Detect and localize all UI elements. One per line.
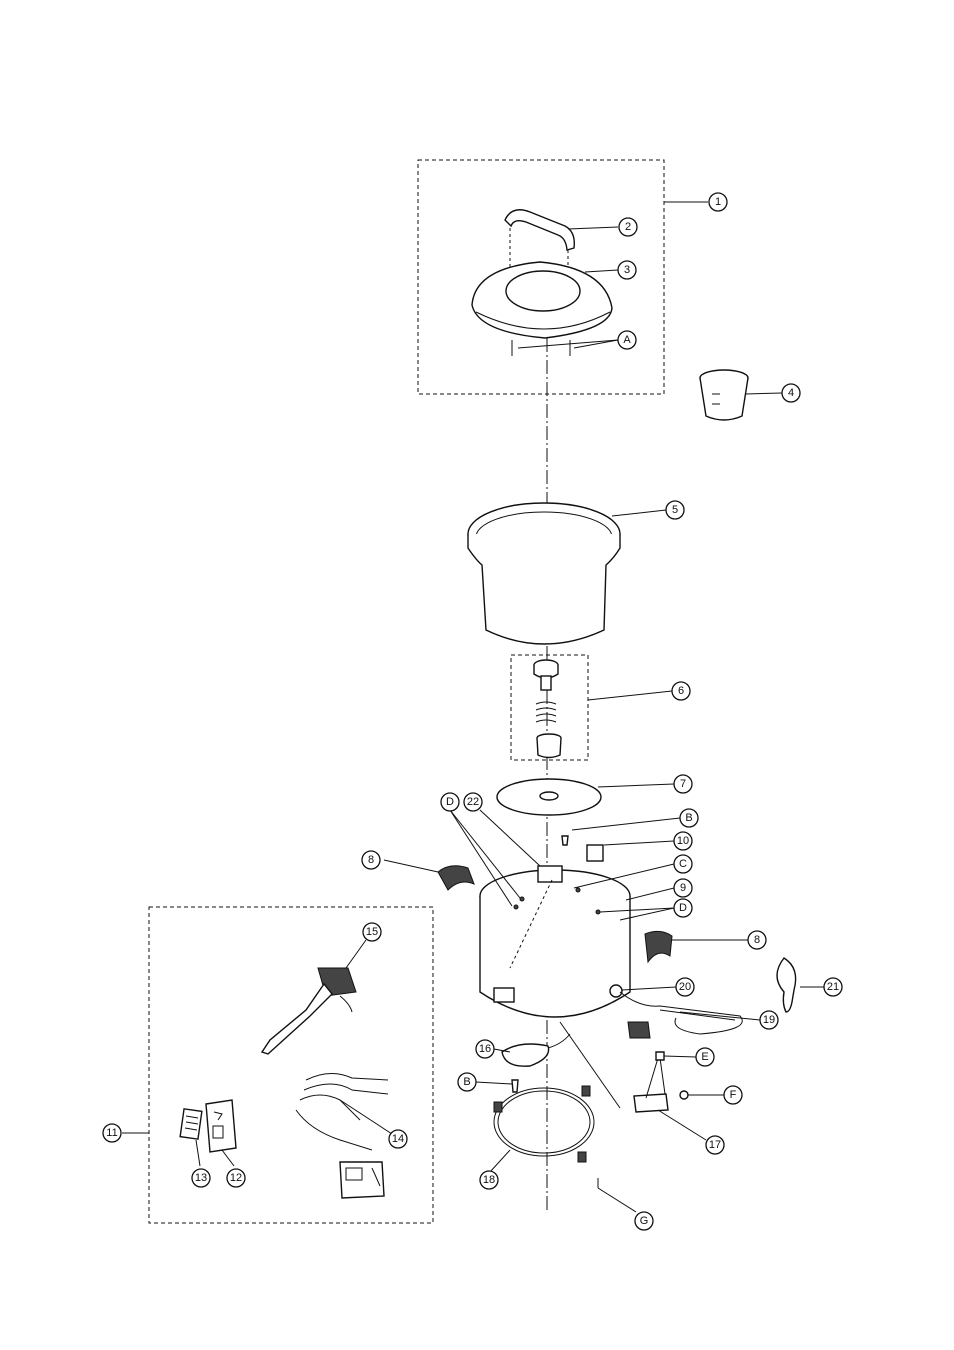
callout-13: 13 — [192, 1169, 210, 1187]
svg-text:2: 2 — [625, 221, 631, 233]
callout-9: 9 — [674, 879, 692, 897]
inner-pot — [468, 503, 620, 644]
callout-d-upper: D — [441, 793, 459, 811]
svg-text:3: 3 — [624, 264, 630, 276]
svg-text:E: E — [701, 1051, 708, 1063]
callout-1: 1 — [709, 193, 727, 211]
callout-14: 14 — [389, 1130, 407, 1148]
svg-text:18: 18 — [483, 1174, 495, 1186]
svg-text:22: 22 — [467, 796, 479, 808]
callout-15: 15 — [363, 923, 381, 941]
heater-wire-assembly — [262, 968, 356, 1054]
heating-plate — [497, 779, 601, 815]
callout-b-upper: B — [680, 809, 698, 827]
callout-16: 16 — [476, 1040, 494, 1058]
svg-text:16: 16 — [479, 1043, 491, 1055]
callout-b-lower: B — [458, 1073, 476, 1091]
svg-text:9: 9 — [680, 882, 686, 894]
callout-21: 21 — [824, 978, 842, 996]
callout-10: 10 — [674, 832, 692, 850]
callout-8-right: 8 — [748, 931, 766, 949]
svg-text:G: G — [640, 1215, 649, 1227]
terminal-block — [634, 1052, 688, 1112]
wire-harness — [296, 1073, 388, 1198]
callout-d-lower: D — [674, 899, 692, 917]
control-panel-cover — [206, 1100, 236, 1152]
callout-c: C — [674, 855, 692, 873]
svg-text:13: 13 — [195, 1172, 207, 1184]
callout-3: 3 — [618, 261, 636, 279]
callout-22: 22 — [464, 793, 482, 811]
leader-lines — [122, 202, 824, 1212]
measuring-cup — [700, 370, 748, 420]
callout-20: 20 — [676, 978, 694, 996]
svg-text:11: 11 — [106, 1127, 117, 1139]
switch-unit — [502, 1034, 570, 1066]
svg-text:6: 6 — [678, 685, 684, 697]
svg-text:15: 15 — [366, 926, 378, 938]
svg-text:7: 7 — [680, 778, 686, 790]
svg-text:20: 20 — [679, 981, 691, 993]
svg-text:12: 12 — [230, 1172, 242, 1184]
callout-12: 12 — [227, 1169, 245, 1187]
label-plate — [587, 845, 603, 861]
svg-text:D: D — [446, 796, 454, 808]
svg-text:21: 21 — [827, 981, 839, 993]
callout-7: 7 — [674, 775, 692, 793]
control-panel-sticker — [180, 1109, 202, 1139]
svg-text:14: 14 — [392, 1133, 404, 1145]
bottom-ring — [494, 1086, 598, 1188]
group-box-electrical-assembly — [149, 907, 433, 1223]
callout-5: 5 — [666, 501, 684, 519]
svg-text:17: 17 — [709, 1139, 721, 1151]
screw-b-lower — [512, 1080, 518, 1092]
callout-g: G — [635, 1212, 653, 1230]
svg-text:19: 19 — [763, 1014, 775, 1026]
callout-a: A — [618, 331, 636, 349]
svg-text:A: A — [623, 334, 631, 346]
svg-text:B: B — [463, 1076, 470, 1088]
svg-text:5: 5 — [672, 504, 678, 516]
callout-18: 18 — [480, 1171, 498, 1189]
callout-6: 6 — [672, 682, 690, 700]
callout-2: 2 — [619, 218, 637, 236]
side-handle-right — [645, 931, 672, 962]
callout-e: E — [696, 1048, 714, 1066]
svg-text:C: C — [679, 858, 687, 870]
svg-text:1: 1 — [715, 196, 721, 208]
callout-8-left: 8 — [362, 851, 380, 869]
power-cord — [620, 992, 742, 1038]
svg-text:8: 8 — [754, 934, 760, 946]
svg-text:8: 8 — [368, 854, 374, 866]
rice-spoon — [777, 958, 796, 1012]
callout-4: 4 — [782, 384, 800, 402]
svg-text:10: 10 — [677, 835, 689, 847]
callout-19: 19 — [760, 1011, 778, 1029]
svg-text:F: F — [730, 1089, 737, 1101]
cord-bushing — [610, 985, 622, 997]
svg-text:D: D — [679, 902, 687, 914]
side-handle-left — [438, 866, 474, 890]
callout-17: 17 — [706, 1136, 724, 1154]
screw-b-upper — [562, 836, 568, 845]
main-body — [480, 866, 630, 1017]
svg-text:B: B — [685, 812, 692, 824]
svg-text:4: 4 — [788, 387, 794, 399]
callout-f: F — [724, 1086, 742, 1104]
callout-11: 11 — [103, 1124, 121, 1142]
